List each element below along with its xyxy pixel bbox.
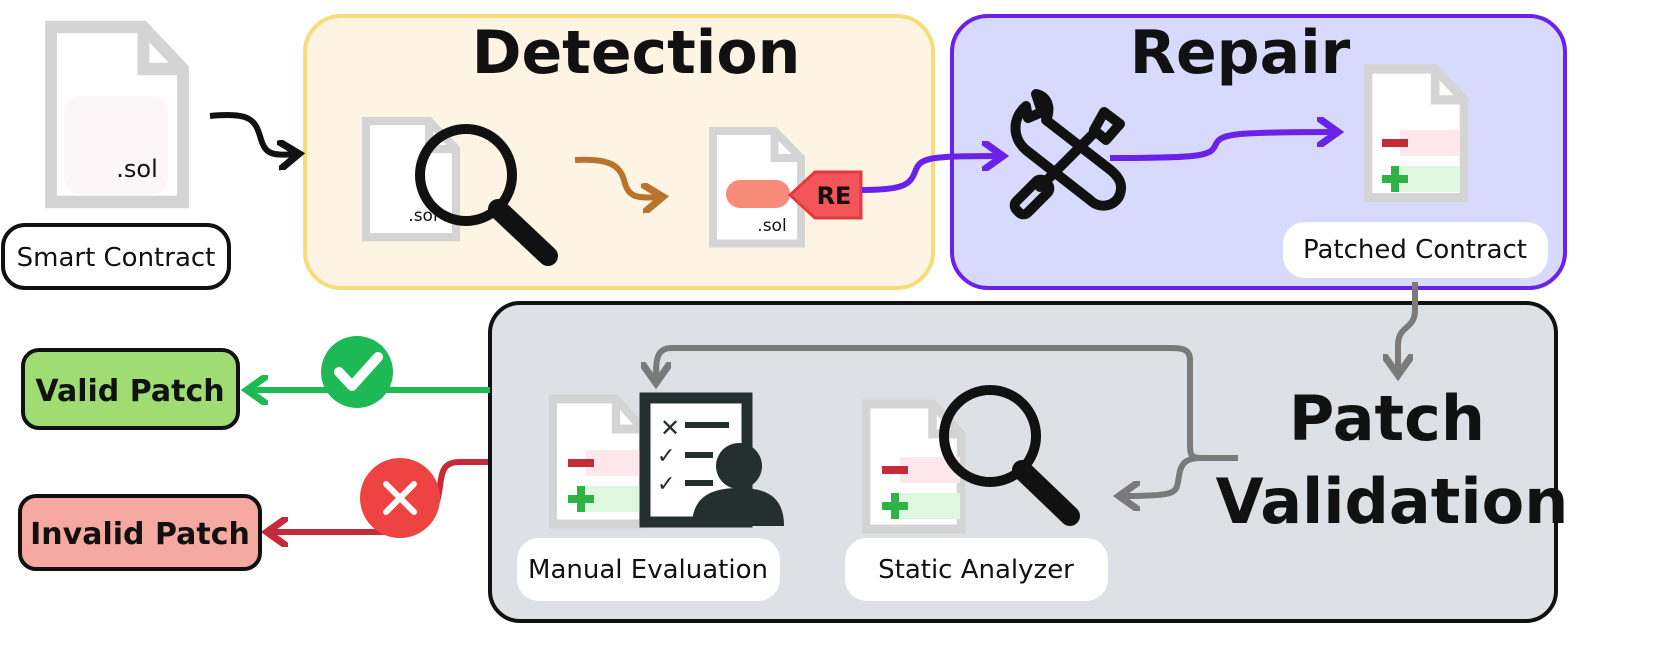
wrench-screwdriver-icon	[1009, 89, 1126, 220]
validation-to-analyzer-arrow	[1122, 455, 1238, 496]
file-extension: .sol	[757, 216, 786, 236]
repair-to-patched-arrow	[1109, 132, 1335, 161]
invalid-patch-box	[18, 494, 262, 571]
patched-contract-label-box	[1283, 222, 1548, 278]
cross-icon	[360, 458, 440, 538]
validation-title-line1: Patch	[1289, 382, 1485, 455]
repair-title: Repair	[1130, 18, 1351, 88]
magnifier-icon	[939, 385, 1080, 526]
re-tag: RE	[787, 170, 863, 220]
manual-evaluation-label: Manual Evaluation	[528, 555, 768, 585]
svg-text:✕: ✕	[660, 414, 680, 442]
smart-contract-label: Smart Contract	[17, 243, 216, 273]
svg-text:✓: ✓	[657, 444, 675, 469]
patched-contract-label: Patched Contract	[1303, 235, 1527, 265]
svg-text:✓: ✓	[657, 472, 675, 497]
invalid-patch-label: Invalid Patch	[30, 517, 250, 552]
repair-to-validation-arrow	[1398, 282, 1418, 372]
validation-title-line2: Validation	[1216, 465, 1569, 538]
re-tag-label: RE	[817, 182, 852, 210]
valid-patch-label: Valid Patch	[35, 374, 224, 409]
magnifier-icon	[415, 124, 558, 266]
static-analyzer-label: Static Analyzer	[878, 555, 1074, 585]
smart-contract-label-box	[1, 223, 231, 290]
vulnerable-line-highlight	[726, 180, 790, 208]
checklist-person-icon: ✕ ✓ ✓	[639, 392, 784, 528]
input-to-detection-arrow	[209, 112, 296, 155]
detection-title: Detection	[472, 18, 801, 88]
manual-evaluation-label-box	[517, 538, 780, 601]
detection-to-repair-arrow	[861, 156, 1000, 193]
valid-patch-box	[21, 348, 240, 430]
detection-flow-arrow	[574, 156, 660, 198]
file-extension: .sol	[116, 155, 157, 183]
code-blur	[64, 96, 168, 194]
check-icon	[321, 336, 393, 408]
static-analyzer-label-box	[845, 538, 1108, 601]
